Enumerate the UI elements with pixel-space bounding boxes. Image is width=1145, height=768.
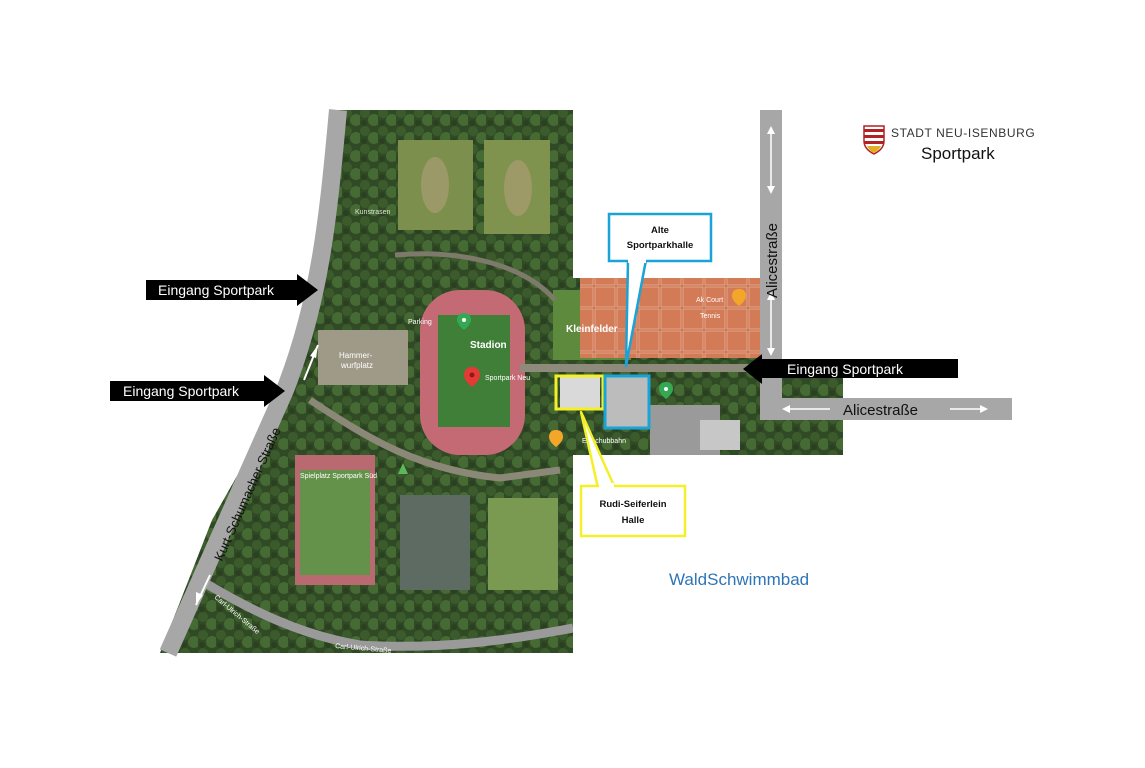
parking-label: Parking: [408, 319, 432, 326]
alicestrasse-horizontal-label: Alicestraße: [843, 402, 918, 419]
ak-court-label: Ak Court: [696, 297, 723, 304]
alte-sportparkhalle-callout: Alte Sportparkhalle: [607, 212, 713, 368]
rudi-seiferlein-callout: Rudi-Seiferlein Halle: [579, 410, 687, 538]
alte-callout-line1: Alte: [651, 225, 669, 236]
stadion-pin-icon: [464, 367, 480, 387]
green-pin-east-icon: [659, 382, 673, 399]
orange-pin-icon: [732, 289, 746, 306]
alte-callout-line2: Sportparkhalle: [627, 240, 694, 251]
entrance-arrow-north-west: Eingang Sportpark: [146, 274, 318, 306]
alicestrasse-vertical-label: Alicestraße: [764, 223, 781, 298]
tree-pin-icon: [398, 463, 408, 474]
org-name: STADT NEU-ISENBURG: [891, 126, 1036, 140]
green-pin-icon: [457, 313, 471, 330]
hammer-label-2: wurfplatz: [340, 361, 373, 370]
rudi-callout-line2: Halle: [622, 515, 645, 526]
lower-field-right: [488, 498, 558, 590]
hammer-throw-area: [318, 330, 408, 385]
kurt-schumacher-road: [159, 109, 347, 657]
carl-ulrich-label-2: Carl-Ulrich-Straße: [335, 643, 392, 655]
waldschwimmbad-label: WaldSchwimmbad: [669, 570, 810, 589]
lower-field-middle: [400, 495, 470, 590]
kunstrasen-label: Kunstrasen: [355, 209, 391, 216]
coat-of-arms-icon: [863, 125, 885, 155]
alte-sportparkhalle-outline: [603, 374, 651, 430]
kleinfelder-label: Kleinfelder: [566, 324, 618, 335]
header-brand: STADT NEU-ISENBURG Sportpark: [860, 124, 1060, 168]
entrance-label-north-west: Eingang Sportpark: [158, 282, 275, 298]
spielplatz-label: Spielplatz Sportpark Süd: [300, 473, 377, 480]
tennis-courts: [580, 278, 760, 358]
tennis-label: Tennis: [700, 313, 721, 320]
eisbahn-label: Eisschubbahn: [582, 438, 626, 445]
rudi-callout-line1: Rudi-Seiferlein: [599, 499, 666, 510]
entrance-label-east: Eingang Sportpark: [787, 361, 904, 377]
alicestrasse-horizontal-road: [760, 398, 1012, 420]
stadion-label: Stadion: [470, 340, 507, 351]
page-title: Sportpark: [921, 144, 995, 163]
orange-pin-south-icon: [549, 430, 563, 447]
entrance-label-west: Eingang Sportpark: [123, 383, 240, 399]
hammer-label-1: Hammer-: [339, 351, 373, 360]
entrance-arrow-west: Eingang Sportpark: [110, 375, 285, 407]
alicestrasse-vertical-road: [760, 110, 782, 400]
rudi-seiferlein-hall-outline: [554, 374, 605, 411]
entrance-arrow-east: Eingang Sportpark: [743, 354, 958, 384]
sportpark-place-label: Sportpark Neu: [485, 375, 530, 382]
lower-field-left: [300, 470, 370, 575]
